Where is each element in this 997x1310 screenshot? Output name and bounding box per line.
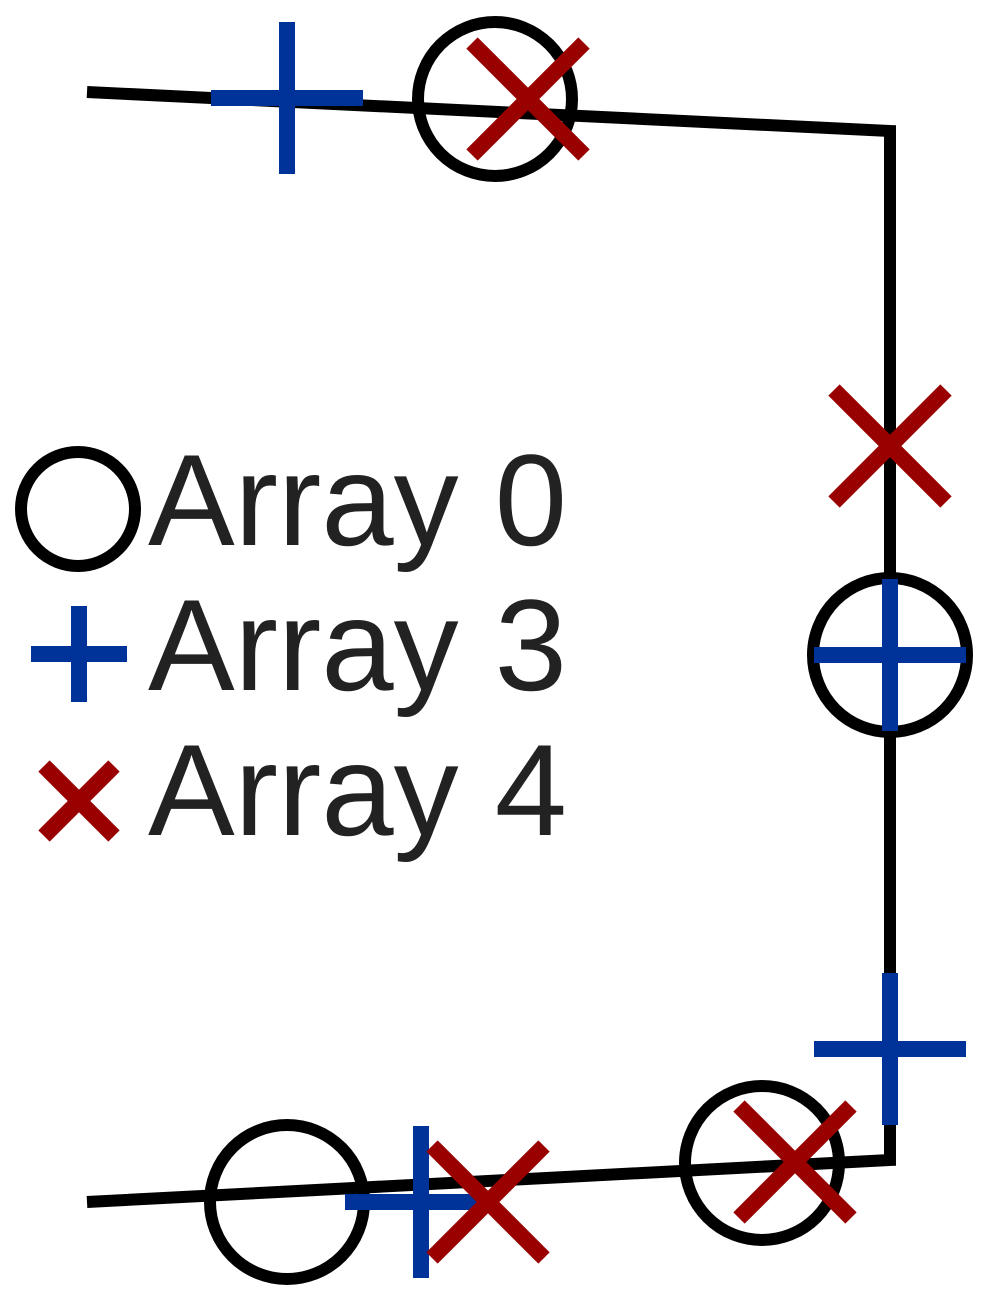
array-0-marker-2 xyxy=(807,572,973,738)
array-4-marker-1 xyxy=(466,37,590,161)
array-3-marker-2 xyxy=(814,579,966,731)
array-3-marker-1 xyxy=(211,22,363,174)
circle-icon xyxy=(15,446,141,572)
array-3-marker-4 xyxy=(345,1126,497,1278)
legend-item-array-4: Array 4 xyxy=(38,717,567,863)
legend-item-array-3: Array 3 xyxy=(31,572,567,718)
array-4-markers xyxy=(426,37,952,1264)
legend-label-array-3: Array 3 xyxy=(148,572,567,718)
array-4-marker-4 xyxy=(426,1140,550,1264)
legend-label-array-4: Array 4 xyxy=(148,717,567,863)
x-cross-icon xyxy=(38,760,120,842)
array-3-markers xyxy=(211,22,966,1278)
array-0-marker-3 xyxy=(679,1080,845,1246)
array-3-marker-3 xyxy=(814,973,966,1125)
array-4-marker-2 xyxy=(828,384,952,508)
array-4-marker-3 xyxy=(733,1100,857,1224)
legend: Array 0 Array 3 Array 4 xyxy=(15,427,567,863)
plus-icon xyxy=(31,606,127,702)
legend-item-array-0: Array 0 xyxy=(15,427,567,573)
legend-label-array-0: Array 0 xyxy=(148,427,567,573)
array-0-marker-1 xyxy=(412,16,578,182)
array-0-marker-4 xyxy=(204,1119,370,1285)
